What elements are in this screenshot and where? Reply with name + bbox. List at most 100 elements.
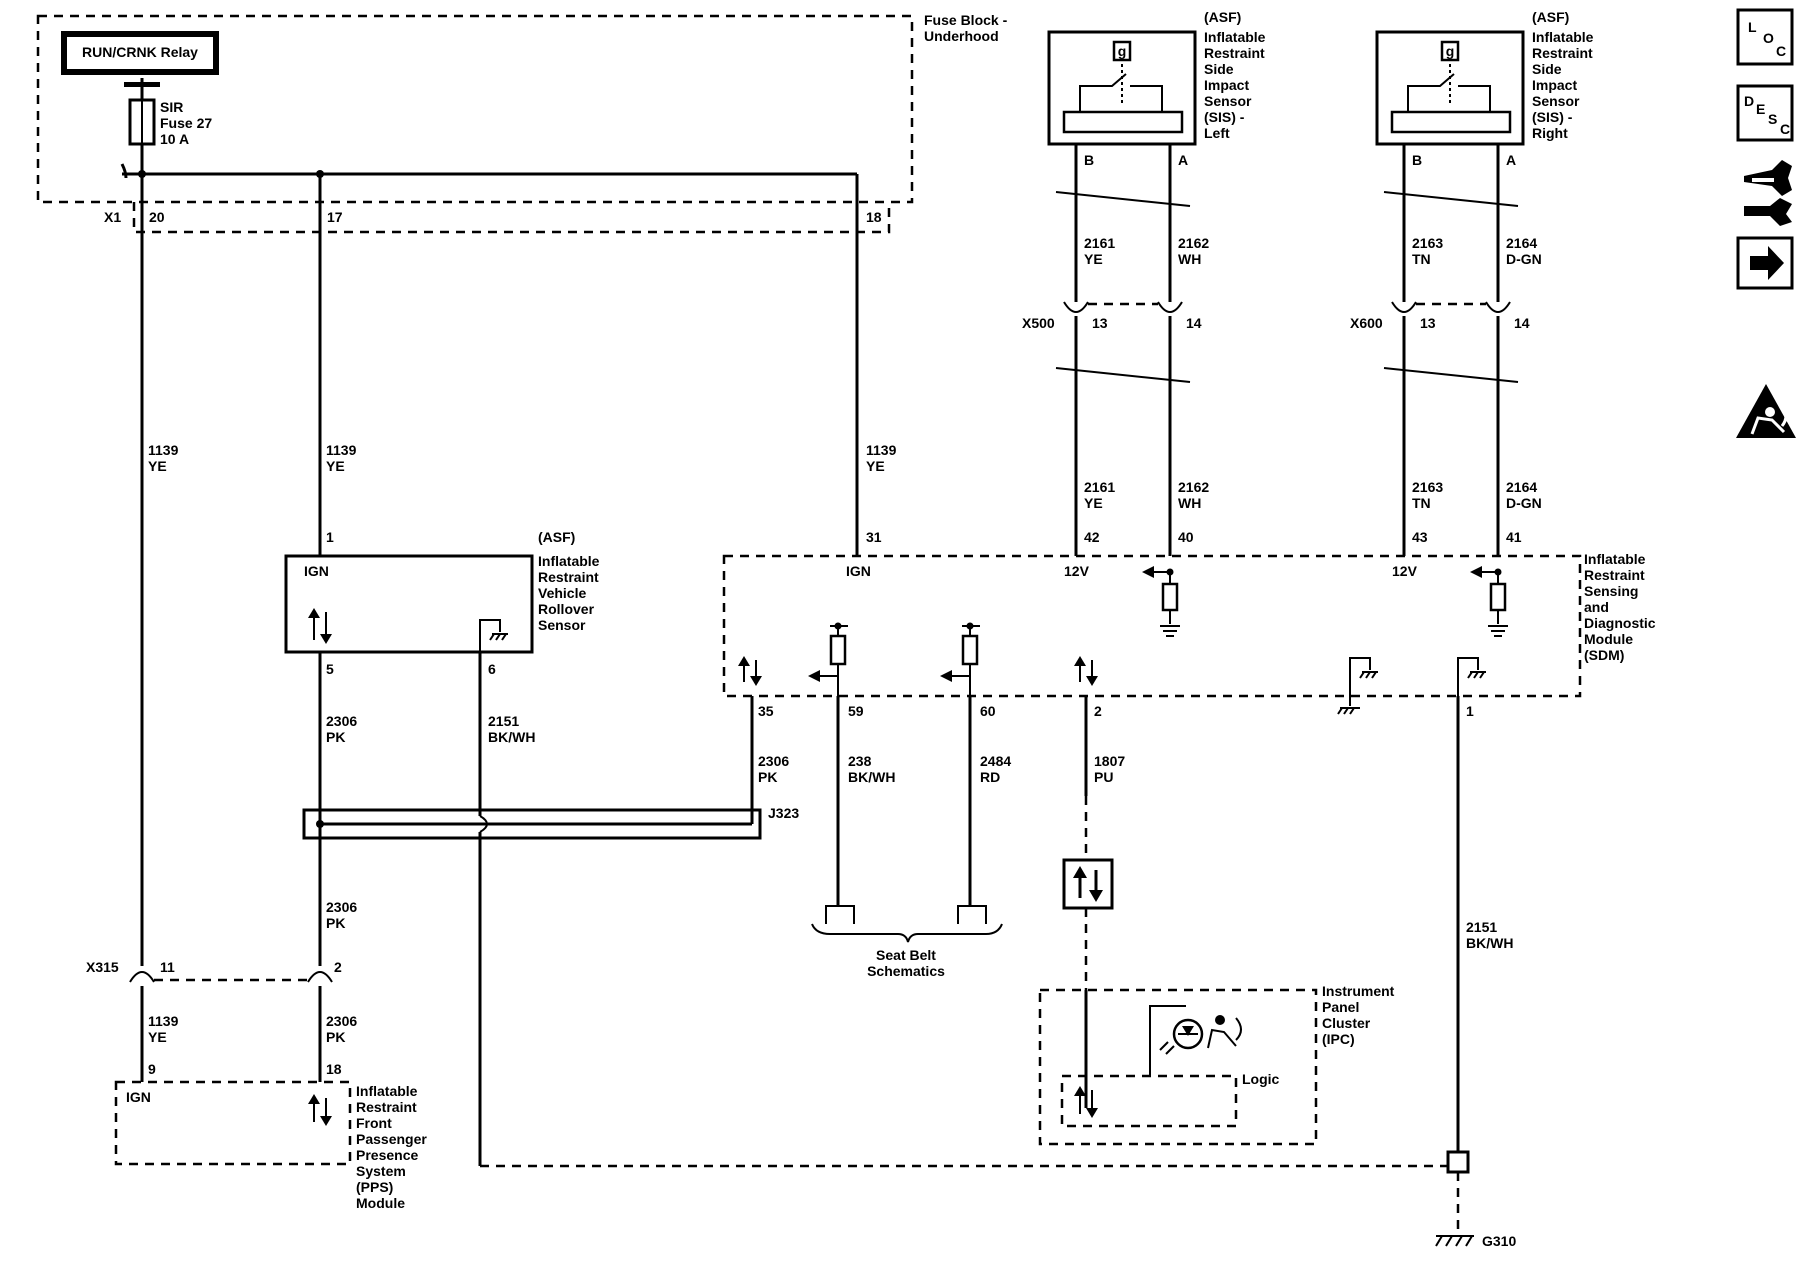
x1-pin-18: 18 <box>866 209 882 225</box>
diagram-label: (ASF) <box>1532 9 1569 25</box>
diagram-label: PK <box>326 1029 345 1045</box>
diagram-label: Right <box>1532 125 1568 141</box>
diagram-label: O <box>1763 30 1774 46</box>
wire-label: 1139 <box>148 442 179 458</box>
x1-pin-20: 20 <box>149 209 165 225</box>
diagram-label: Rollover <box>538 601 595 617</box>
diagram-label: Inflatable <box>1584 551 1646 567</box>
diagram-label: 14 <box>1514 315 1530 331</box>
diagram-label: Passenger <box>356 1131 427 1147</box>
diagram-label: 59 <box>848 703 864 719</box>
diagram-label: Sensing <box>1584 583 1638 599</box>
diagram-label: Front <box>356 1115 392 1131</box>
diagram-label: Logic <box>1242 1071 1280 1087</box>
diagram-label: Restraint <box>356 1099 417 1115</box>
diagram-label: L <box>1748 19 1757 35</box>
diagram-label: (PPS) <box>356 1179 393 1195</box>
diagram-label: 5 <box>326 661 334 677</box>
rollover-sensor: 1 IGN (ASF) Inflatable Restraint Vehicle… <box>284 529 600 745</box>
x315-label: X315 <box>86 959 119 975</box>
diagram-label: 35 <box>758 703 774 719</box>
diagram-label: (SIS) - <box>1532 109 1573 125</box>
diagram-label: Module <box>356 1195 405 1211</box>
sis-left-pin-b: B <box>1084 152 1094 168</box>
diagram-label: PU <box>1094 769 1113 785</box>
diagram-label: PK <box>326 915 345 931</box>
diagram-label: (IPC) <box>1322 1031 1355 1047</box>
diagram-label: S <box>1768 111 1777 127</box>
resistor-right-icon <box>1470 566 1508 637</box>
diagram-label: 12V <box>1392 563 1418 579</box>
relay-label: RUN/CRNK Relay <box>82 44 198 60</box>
diagram-label: 1807 <box>1094 753 1125 769</box>
seat-belt-connectors: Seat Belt Schematics <box>811 905 1003 979</box>
sdm-module: 31 42 40 43 41 IGN 12V 12V <box>722 529 1656 719</box>
wire-color: YE <box>148 458 167 474</box>
diagram-label: Side <box>1532 61 1562 77</box>
run-crnk-relay: RUN/CRNK Relay <box>61 31 219 75</box>
wire-color: YE <box>866 458 885 474</box>
diagram-label: D-GN <box>1506 251 1542 267</box>
diagram-label: Side <box>1204 61 1234 77</box>
diagram-label: D <box>1744 93 1754 109</box>
diagram-label: 2306 <box>326 1013 357 1029</box>
diagram-label: 2161 <box>1084 235 1115 251</box>
diagram-label: D-GN <box>1506 495 1542 511</box>
diagram-label: Restraint <box>1204 45 1265 61</box>
diagram-label: Vehicle <box>538 585 586 601</box>
diagram-label: WH <box>1178 495 1201 511</box>
diagram-label: E <box>1756 101 1765 117</box>
diagram-label: Seat Belt <box>876 947 936 963</box>
diagram-label: 2163 <box>1412 235 1443 251</box>
desc-icon[interactable]: D E S C <box>1736 84 1794 142</box>
diagram-label: 2151 <box>488 713 519 729</box>
diagram-label: 9 <box>148 1061 156 1077</box>
pullup-resistor-59-icon <box>808 622 848 696</box>
diagram-label: 2164 <box>1506 235 1537 251</box>
diagram-label: 14 <box>1186 315 1202 331</box>
diagram-label: Left <box>1204 125 1230 141</box>
diagram-label: (ASF) <box>538 529 575 545</box>
diagram-label: RD <box>980 769 1000 785</box>
diagram-label: Diagnostic <box>1584 615 1656 631</box>
bidirectional-data-icon <box>738 656 762 686</box>
ground-icon <box>1457 657 1486 696</box>
diagram-label: 2162 <box>1178 235 1209 251</box>
fuse-block-label2: Underhood <box>924 28 999 44</box>
bidirectional-data-icon <box>308 1094 332 1126</box>
diagram-label: TN <box>1412 251 1431 267</box>
fuse-block-underhood: Fuse Block - Underhood RUN/CRNK Relay SI… <box>36 12 1008 234</box>
diagram-label: Inflatable <box>538 553 600 569</box>
chassis-ground-icon <box>1337 657 1378 715</box>
pullup-resistor-60-icon <box>940 622 980 696</box>
diagram-label: Instrument <box>1322 983 1395 999</box>
diagram-label: and <box>1584 599 1609 615</box>
diagram-label: IGN <box>126 1089 151 1105</box>
diagram-label: 18 <box>326 1061 342 1077</box>
diagram-label: IGN <box>846 563 871 579</box>
next-arrow-icon[interactable] <box>1736 236 1794 290</box>
diagram-label: 2164 <box>1506 479 1537 495</box>
diagram-label: 2306 <box>326 713 357 729</box>
diagram-label: Module <box>1584 631 1633 647</box>
diagram-label: Schematics <box>867 963 945 979</box>
diagram-label: Restraint <box>538 569 599 585</box>
loc-icon[interactable]: L O C <box>1736 8 1794 66</box>
sis-left-asf: (ASF) <box>1204 9 1241 25</box>
diagram-label: Cluster <box>1322 1015 1371 1031</box>
diagram-label: 2 <box>334 959 342 975</box>
diagram-label: YE <box>1084 251 1103 267</box>
x500-label: X500 <box>1022 315 1055 331</box>
wire-label: 1139 <box>866 442 897 458</box>
sis-left-icon: g <box>1118 43 1127 59</box>
connector-tool-icon[interactable] <box>1744 160 1792 226</box>
ground-icon <box>479 619 508 652</box>
diagram-label: (SDM) <box>1584 647 1624 663</box>
diagram-label: System <box>356 1163 406 1179</box>
diagram-label: Inflatable <box>1532 29 1594 45</box>
sis-left-pin-a: A <box>1178 152 1188 168</box>
diagram-label: (SIS) - <box>1204 109 1245 125</box>
resistor-left-icon <box>1142 566 1180 637</box>
diagram-label: BK/WH <box>1466 935 1513 951</box>
diagram-label: YE <box>1084 495 1103 511</box>
